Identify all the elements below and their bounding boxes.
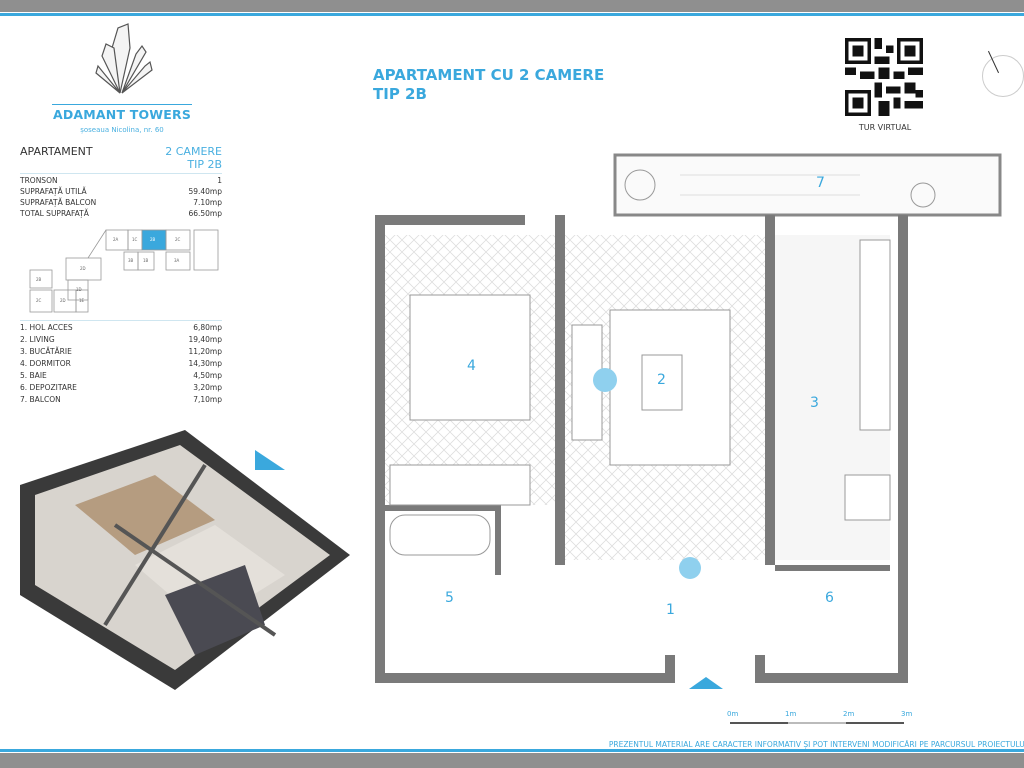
scale-bar: 0m 1m 2m 3m	[727, 710, 920, 730]
room-name: 7. BALCON	[20, 395, 61, 404]
room-name: 4. DORMITOR	[20, 359, 71, 368]
title-line2: TIP 2B	[373, 85, 427, 103]
person-icon	[679, 557, 701, 579]
crystal-logo-icon	[95, 23, 153, 94]
spec-value: 7.10mp	[193, 198, 222, 207]
person-icon	[593, 368, 617, 392]
title-line1: APARTAMENT CU 2 CAMERE	[373, 66, 605, 84]
key-plan: 2A 1C 2B 2C 3B 1B 3A 2D 2B 1D 2C 2D 1E	[29, 229, 219, 313]
spec-key: SUPRAFAȚĂ UTILĂ	[20, 187, 87, 196]
spec-key: SUPRAFAȚĂ BALCON	[20, 198, 97, 207]
spec-key: TRONSON	[20, 176, 58, 185]
spec-value: 66.50mp	[188, 209, 222, 218]
entrance-arrow-icon	[689, 677, 723, 689]
top-accent-line	[0, 13, 1024, 16]
room-row: 5. BAIE 4,50mp	[20, 370, 222, 381]
room-area: 4,50mp	[193, 371, 222, 380]
spec-row: TRONSON 1	[20, 175, 222, 186]
room-area: 14,30mp	[188, 359, 222, 368]
coffee-table-icon	[641, 354, 683, 411]
dining-table-icon	[844, 474, 891, 521]
bottom-bar	[0, 753, 1024, 768]
room-area: 6,80mp	[193, 323, 222, 332]
room-row: 2. LIVING 19,40mp	[20, 334, 222, 345]
divider	[20, 173, 222, 174]
spec-row: SUPRAFAȚĂ UTILĂ 59.40mp	[20, 186, 222, 197]
spec-row: SUPRAFAȚĂ BALCON 7.10mp	[20, 197, 222, 208]
keyplan-unit-highlighted: 2B	[150, 237, 156, 242]
room-row: 3. BUCĂTĂRIE 11,20mp	[20, 346, 222, 357]
keyplan-unit: 1D	[76, 287, 82, 292]
brand-address: șoseaua Nicolina, nr. 60	[80, 126, 164, 134]
apartment-label: APARTAMENT	[20, 145, 93, 158]
keyplan-unit: 2C	[175, 237, 181, 242]
room-area: 19,40mp	[188, 335, 222, 344]
bathtub-icon	[389, 514, 491, 556]
scale-tick: 1m	[785, 710, 797, 718]
room-name: 3. BUCĂTĂRIE	[20, 347, 72, 356]
room-area: 7,10mp	[193, 395, 222, 404]
apartment-type-line2: TIP 2B	[187, 158, 222, 171]
scale-tick: 0m	[727, 710, 739, 718]
room-label-hall: 1	[666, 602, 675, 618]
brand-name: ADAMANT TOWERS	[52, 104, 192, 122]
room-area: 11,20mp	[188, 347, 222, 356]
spec-key: TOTAL SUPRAFAȚĂ	[20, 209, 89, 218]
spec-value: 1	[217, 176, 222, 185]
kitchen-counter-icon	[859, 239, 891, 431]
keyplan-unit: 1E	[79, 298, 85, 303]
bed-icon	[409, 294, 531, 421]
table-icon	[910, 182, 936, 208]
isometric-3d-view	[20, 430, 350, 690]
room-label-bedroom: 4	[467, 358, 476, 374]
spec-row: TOTAL SUPRAFAȚĂ 66.50mp	[20, 208, 222, 219]
keyplan-unit: 2C	[36, 298, 42, 303]
room-label-storage: 6	[825, 590, 834, 606]
keyplan-unit: 2D	[80, 266, 86, 271]
compass-icon	[982, 55, 1024, 97]
plant-icon	[624, 169, 656, 201]
wardrobe-icon	[389, 464, 531, 506]
qr-code-icon[interactable]	[845, 38, 923, 116]
scale-tick: 2m	[843, 710, 855, 718]
keyplan-unit: 3B	[128, 258, 134, 263]
top-bar	[0, 0, 1024, 12]
keyplan-unit: 1B	[143, 258, 149, 263]
room-label-kitchen: 3	[810, 395, 819, 411]
divider	[20, 320, 222, 321]
room-label-bathroom: 5	[445, 590, 454, 606]
room-area: 3,20mp	[193, 383, 222, 392]
room-label-balcony: 7	[816, 175, 825, 191]
room-name: 2. LIVING	[20, 335, 55, 344]
disclaimer-text: PREZENTUL MATERIAL ARE CARACTER INFORMAT…	[608, 740, 1024, 749]
apartment-type-line1: 2 CAMERE	[165, 145, 222, 158]
room-row: 7. BALCON 7,10mp	[20, 394, 222, 405]
spec-value: 59.40mp	[188, 187, 222, 196]
room-name: 1. HOL ACCES	[20, 323, 73, 332]
room-name: 6. DEPOZITARE	[20, 383, 77, 392]
room-row: 6. DEPOZITARE 3,20mp	[20, 382, 222, 393]
scale-tick: 3m	[901, 710, 913, 718]
floor-plan	[375, 153, 1002, 683]
keyplan-unit: 3A	[174, 258, 180, 263]
bottom-accent-line	[0, 749, 1024, 752]
keyplan-unit: 1C	[132, 237, 138, 242]
virtual-tour-label: TUR VIRTUAL	[858, 123, 912, 132]
balcony-room	[613, 153, 1002, 217]
room-row: 1. HOL ACCES 6,80mp	[20, 322, 222, 333]
room-name: 5. BAIE	[20, 371, 47, 380]
keyplan-unit: 2A	[113, 237, 119, 242]
keyplan-unit: 2D	[60, 298, 66, 303]
room-row: 4. DORMITOR 14,30mp	[20, 358, 222, 369]
view-direction-arrow-icon	[255, 450, 285, 470]
keyplan-unit: 2B	[36, 277, 42, 282]
room-label-living: 2	[657, 372, 666, 388]
